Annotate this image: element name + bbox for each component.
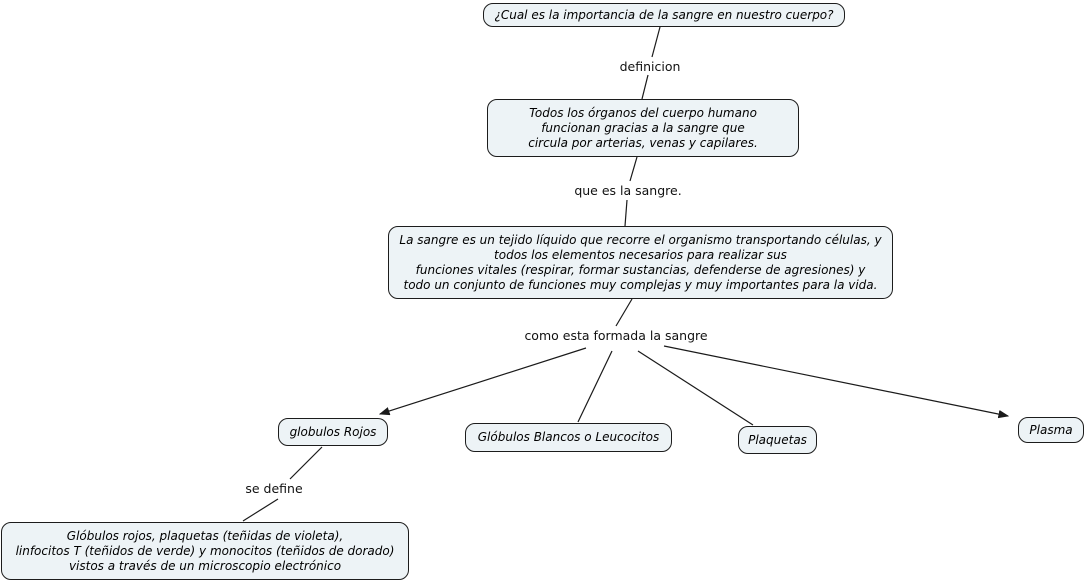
concept-plasma[interactable]: Plasma (1018, 417, 1084, 443)
connector-question-definicion[interactable] (651, 26, 661, 58)
concept-globulos-rojos[interactable]: globulos Rojos (278, 418, 388, 446)
connector-globulos-rojos-se-define[interactable] (289, 446, 323, 480)
concept-micrograph[interactable]: Glóbulos rojos, plaquetas (teñidas de vi… (1, 522, 409, 580)
connector-se-define-micrograph[interactable] (242, 498, 279, 522)
connector-como-globulos-rojos[interactable] (378, 347, 587, 416)
connector-como-plasma[interactable] (663, 345, 1010, 419)
connector-organs-que-es[interactable] (629, 156, 638, 182)
connector-como-globulos-blancos[interactable] (577, 350, 613, 423)
concept-question[interactable]: ¿Cual es la importancia de la sangre en … (483, 3, 845, 27)
connector-blood-definition-como[interactable] (615, 298, 633, 327)
concept-organs[interactable]: Todos los órganos del cuerpo humano func… (487, 99, 799, 157)
connector-que-es-blood-definition[interactable] (624, 199, 628, 227)
concept-globulos-blancos[interactable]: Glóbulos Blancos o Leucocitos (465, 423, 672, 452)
link-label-definicion[interactable]: definicion (619, 59, 681, 74)
concept-blood-definition[interactable]: La sangre es un tejido líquido que recor… (388, 226, 893, 299)
connector-definicion-organs[interactable] (641, 74, 649, 100)
connector-como-plaquetas[interactable] (637, 350, 754, 426)
link-label-se-define[interactable]: se define (245, 481, 303, 496)
link-label-que-es-la-sangre[interactable]: que es la sangre. (574, 183, 682, 198)
concept-plaquetas[interactable]: Plaquetas (738, 426, 817, 454)
link-label-como-esta-formada[interactable]: como esta formada la sangre (524, 328, 708, 343)
